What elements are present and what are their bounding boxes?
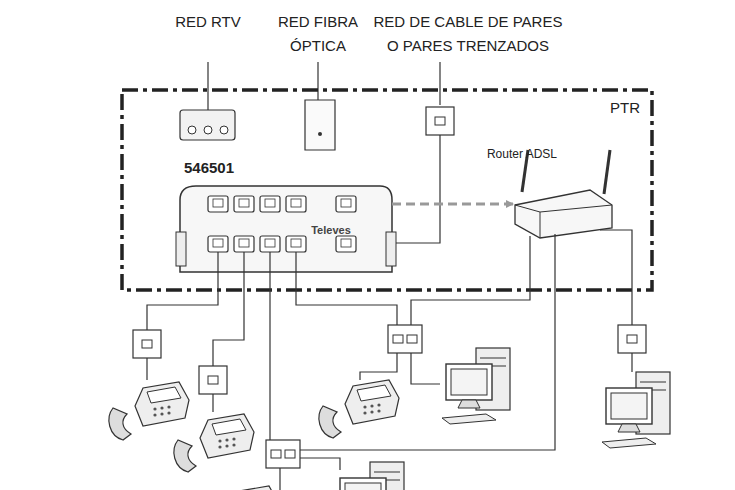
router-label: Router ADSL xyxy=(485,146,557,162)
ptr-region: PTR546501TelevesRouter ADSL xyxy=(122,90,652,290)
brand-mark: Televes xyxy=(308,220,354,240)
network-label: RED FIBRA ÓPTICA xyxy=(255,10,381,58)
network-label: RED DE CABLE DE PARES O PARES TRENZADOS xyxy=(368,10,568,58)
region-title: PTR xyxy=(592,98,640,118)
patch-panel: 546501Televes xyxy=(180,186,392,272)
router: Router ADSL xyxy=(515,190,612,238)
dashed-arrow xyxy=(392,203,513,206)
network-label: RED RTV xyxy=(158,10,258,34)
model-number: 546501 xyxy=(184,158,264,178)
